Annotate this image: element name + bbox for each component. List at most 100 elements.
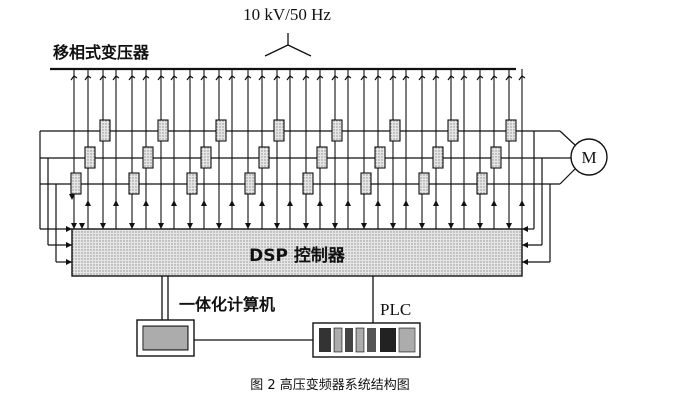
power-cell (215, 119, 227, 142)
transformer-label: 移相式变压器 (53, 43, 150, 62)
power-cell (273, 119, 285, 142)
arrow-down (69, 194, 75, 200)
arrow-right (66, 259, 72, 265)
arrow-up (403, 200, 409, 206)
power-cell (84, 146, 96, 169)
tap-switch (70, 75, 78, 81)
arrow-up (433, 200, 439, 206)
power-cell (244, 172, 256, 195)
arrow-up (259, 200, 265, 206)
power-cell (99, 119, 111, 142)
arrow-up (345, 200, 351, 206)
power-cell (418, 172, 430, 195)
tap-switch (374, 75, 382, 81)
power-cell (490, 146, 502, 169)
arrow-up (201, 200, 207, 206)
power-cell (360, 172, 372, 195)
arrow-down (245, 223, 251, 229)
tap-switch (258, 75, 266, 81)
plc-label: PLC (380, 300, 411, 319)
tap-switch (244, 75, 252, 81)
power-cell (258, 146, 270, 169)
tap-switch (389, 75, 397, 81)
tap-switch (316, 75, 324, 81)
tap-switch (490, 75, 498, 81)
tap-switch (200, 75, 208, 81)
tap-switch (157, 75, 165, 81)
arrow-up (229, 200, 235, 206)
arrow-down (390, 223, 396, 229)
arrow-down (129, 223, 135, 229)
tap-switch (302, 75, 310, 81)
tap-switch (402, 75, 410, 81)
arrow-up (171, 200, 177, 206)
tap-switch (360, 75, 368, 81)
arrow-down (332, 223, 338, 229)
tap-switch (273, 75, 281, 81)
arrow-up (287, 200, 293, 206)
power-cell (476, 172, 488, 195)
arrow-down (419, 223, 425, 229)
power-cell (302, 172, 314, 195)
arrow-up (317, 200, 323, 206)
power-cell (316, 146, 328, 169)
supply-symbol (264, 33, 312, 57)
arrow-down (100, 223, 106, 229)
arrow-down (506, 223, 512, 229)
arrow-down (71, 223, 77, 229)
arrow-down (158, 223, 164, 229)
arrow-down (274, 223, 280, 229)
arrow-right (66, 242, 72, 248)
tap-switch (447, 75, 455, 81)
tap-switch (99, 75, 107, 81)
tap-switch (460, 75, 468, 81)
tap-switch (128, 75, 136, 81)
power-cell (374, 146, 386, 169)
dsp-controller-box (71, 228, 523, 277)
tap-switch (228, 75, 236, 81)
arrow-down (448, 223, 454, 229)
plc (312, 322, 421, 358)
tap-switch (432, 75, 440, 81)
tap-switch (186, 75, 194, 81)
tap-switch (344, 75, 352, 81)
motor-label: M (581, 148, 596, 167)
arrow-down (187, 223, 193, 229)
power-cell (128, 172, 140, 195)
tap-switch (112, 75, 120, 81)
power-cell (186, 172, 198, 195)
arrow-up (491, 200, 497, 206)
tap-switch (505, 75, 513, 81)
tap-switch (215, 75, 223, 81)
tap-switch (331, 75, 339, 81)
power-cell (331, 119, 343, 142)
power-cells (70, 119, 517, 195)
arrow-up (519, 200, 525, 206)
arrow-down (361, 223, 367, 229)
arrow-up (375, 200, 381, 206)
power-cell (389, 119, 401, 142)
tap-switch (84, 75, 92, 81)
arrow-up (113, 200, 119, 206)
tap-switch (170, 75, 178, 81)
motor (570, 138, 608, 176)
arrow-down (477, 223, 483, 229)
arrow-right (66, 226, 72, 232)
computer-label: 一体化计算机 (179, 295, 275, 314)
arrow-left (522, 226, 528, 232)
supply-label: 10 kV/50 Hz (243, 5, 331, 24)
power-cell (447, 119, 459, 142)
tap-switch (142, 75, 150, 81)
arrow-down (216, 223, 222, 229)
power-cell (157, 119, 169, 142)
power-cell (142, 146, 154, 169)
arrow-down (79, 223, 85, 229)
computer (136, 319, 195, 357)
tap-switch (518, 75, 526, 81)
tap-switch (418, 75, 426, 81)
arrow-left (522, 242, 528, 248)
arrow-down (303, 223, 309, 229)
comm-links (161, 276, 374, 341)
figure-caption: 图 2 高压变频器系统结构图 (250, 377, 410, 393)
